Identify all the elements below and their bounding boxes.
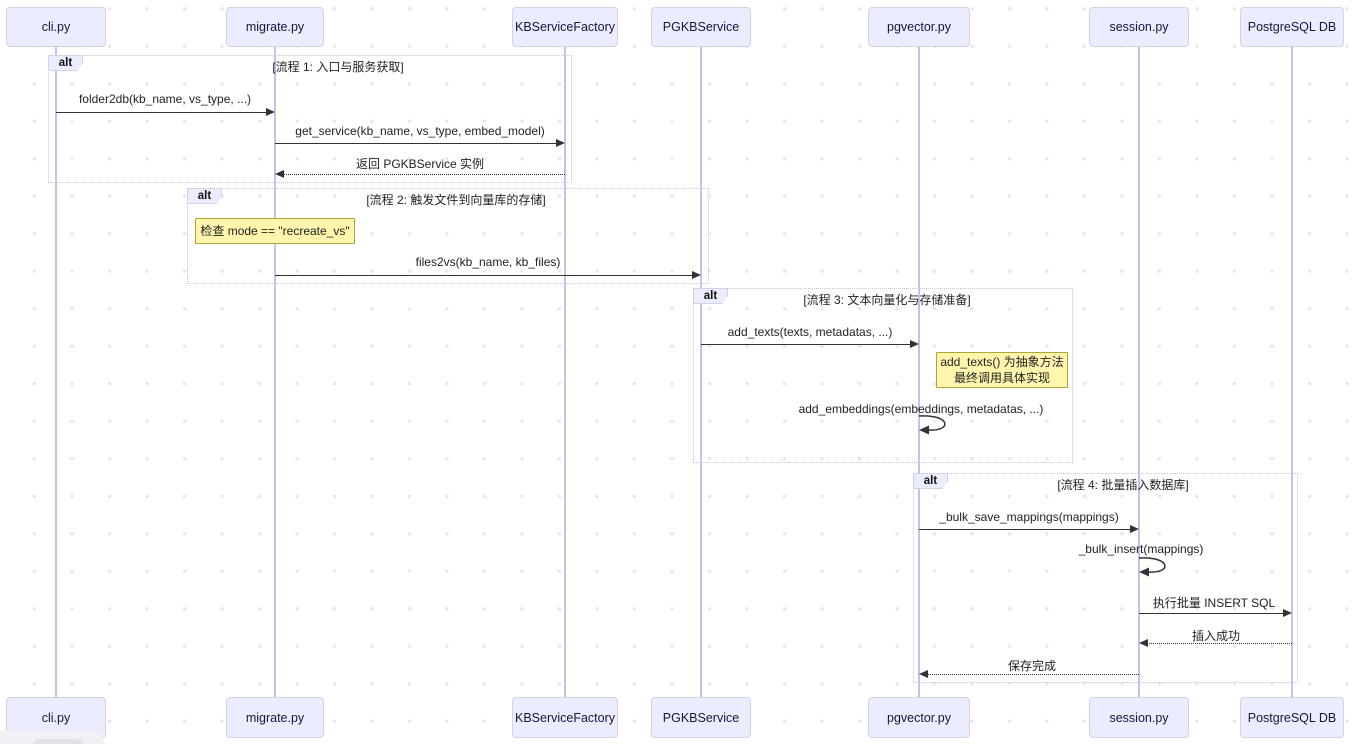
message-line <box>1147 643 1292 644</box>
participant-migrate-py-bottom[interactable]: migrate.py <box>226 697 324 738</box>
lifeline-postgresql-db <box>1291 47 1293 697</box>
message-label: _bulk_insert(mappings) <box>1078 542 1204 556</box>
message-label: folder2db(kb_name, vs_type, ...) <box>78 92 252 106</box>
arrowhead-right-icon <box>556 139 565 147</box>
lifeline-cli-py <box>55 47 57 697</box>
alt-condition: [流程 2: 触发文件到向量库的存储] <box>366 193 546 207</box>
message-line <box>701 344 910 345</box>
alt-frame-2: alt [流程 2: 触发文件到向量库的存储] <box>187 188 709 284</box>
participant-kbservicefactory[interactable]: KBServiceFactory <box>512 7 618 47</box>
message-label: 执行批量 INSERT SQL <box>1152 596 1276 610</box>
alt-label: alt <box>48 55 83 71</box>
alt-frame-3: alt [流程 3: 文本向量化与存储准备] <box>693 288 1073 463</box>
drag-handle[interactable] <box>33 739 83 744</box>
participant-session-py[interactable]: session.py <box>1089 7 1189 47</box>
message-label: _bulk_save_mappings(mappings) <box>939 510 1119 524</box>
lifeline-session-py <box>1138 47 1140 697</box>
alt-frame-4: alt [流程 4: 批量插入数据库] <box>913 473 1298 683</box>
message-label: 返回 PGKBService 实例 <box>355 157 485 171</box>
arrowhead-left-icon <box>919 670 928 678</box>
arrowhead-right-icon <box>910 340 919 348</box>
note-add-texts-abstract: add_texts() 为抽象方法 最终调用具体实现 <box>936 352 1068 388</box>
participant-session-py-bottom[interactable]: session.py <box>1089 697 1189 738</box>
arrowhead-right-icon <box>1283 609 1292 617</box>
participant-cli-py[interactable]: cli.py <box>6 7 106 47</box>
participant-kbservicefactory-bottom[interactable]: KBServiceFactory <box>512 697 618 738</box>
message-line <box>56 112 266 113</box>
note-text-line1: add_texts() 为抽象方法 <box>940 355 1064 369</box>
message-label: add_embeddings(embeddings, metadatas, ..… <box>798 402 1044 416</box>
lifeline-pgkbservice <box>700 47 702 697</box>
message-label: 插入成功 <box>1191 629 1241 643</box>
participant-pgkbservice[interactable]: PGKBService <box>651 7 751 47</box>
lifeline-migrate-py <box>274 47 276 697</box>
note-check-mode: 检查 mode == "recreate_vs" <box>195 218 355 244</box>
arrowhead-left-icon <box>275 170 284 178</box>
alt-condition: [流程 1: 入口与服务获取] <box>272 60 404 74</box>
self-loop-arrow-icon <box>918 415 946 435</box>
message-line <box>919 529 1130 530</box>
participant-postgresql-db-bottom[interactable]: PostgreSQL DB <box>1240 697 1344 738</box>
alt-label: alt <box>187 188 222 204</box>
participant-pgkbservice-bottom[interactable]: PGKBService <box>651 697 751 738</box>
alt-condition: [流程 3: 文本向量化与存储准备] <box>803 293 971 307</box>
note-text-line2: 最终调用具体实现 <box>953 371 1050 385</box>
participant-postgresql-db[interactable]: PostgreSQL DB <box>1240 7 1344 47</box>
arrowhead-right-icon <box>266 108 275 116</box>
message-label: files2vs(kb_name, kb_files) <box>415 255 561 269</box>
message-label: add_texts(texts, metadatas, ...) <box>727 325 893 339</box>
alt-condition: [流程 4: 批量插入数据库] <box>1057 478 1189 492</box>
alt-label: alt <box>693 288 728 304</box>
arrowhead-right-icon <box>1130 525 1139 533</box>
participant-pgvector-py[interactable]: pgvector.py <box>868 7 970 47</box>
participant-migrate-py[interactable]: migrate.py <box>226 7 324 47</box>
lifeline-kbservicefactory <box>564 47 566 697</box>
message-line <box>283 174 565 175</box>
participant-pgvector-py-bottom[interactable]: pgvector.py <box>868 697 970 738</box>
message-label: 保存完成 <box>1007 659 1057 673</box>
arrowhead-left-icon <box>1139 639 1148 647</box>
message-line <box>1139 613 1283 614</box>
message-line <box>275 143 556 144</box>
lifeline-pgvector-py <box>918 47 920 697</box>
arrowhead-right-icon <box>692 271 701 279</box>
message-line <box>275 275 692 276</box>
alt-label: alt <box>913 473 948 489</box>
message-line <box>927 674 1139 675</box>
self-loop-arrow-icon <box>1138 557 1166 577</box>
message-label: get_service(kb_name, vs_type, embed_mode… <box>295 124 545 138</box>
alt-frame-1: alt [流程 1: 入口与服务获取] <box>48 55 572 183</box>
note-text: 检查 mode == "recreate_vs" <box>200 224 350 238</box>
